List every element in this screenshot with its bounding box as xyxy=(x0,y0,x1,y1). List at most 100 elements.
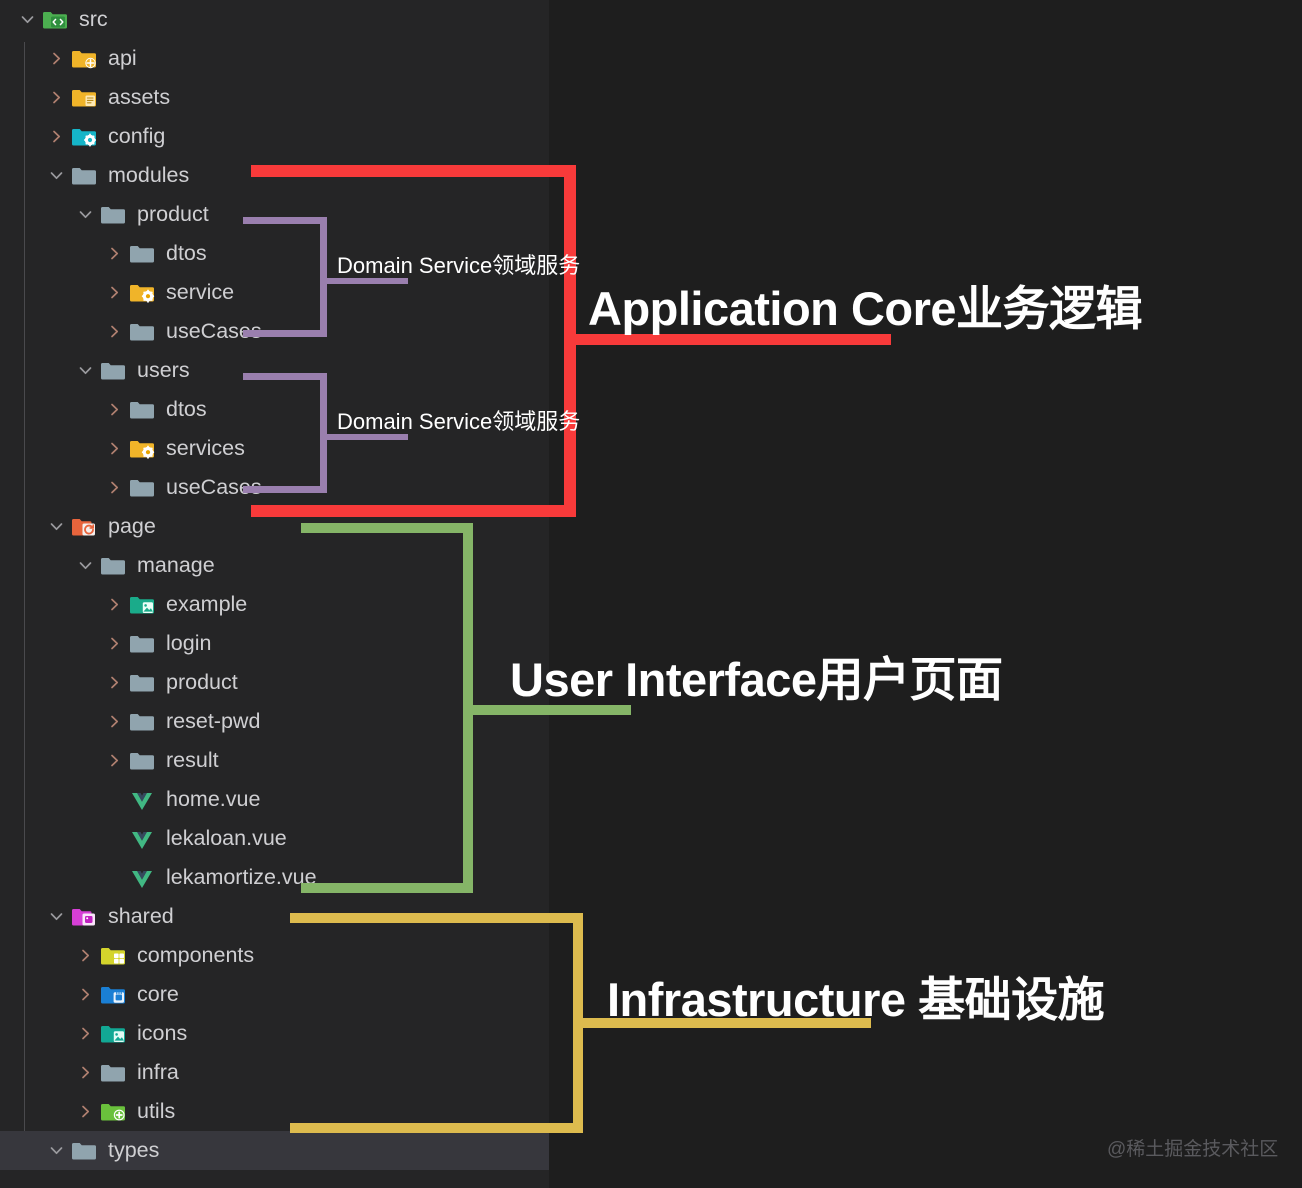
folder-page-icon xyxy=(69,514,99,540)
tree-row-lekaloan-vue[interactable]: lekaloan.vue xyxy=(0,819,549,858)
tree-row-login[interactable]: login xyxy=(0,624,549,663)
tree-row-modules[interactable]: modules xyxy=(0,156,549,195)
folder-plain-icon xyxy=(127,670,157,696)
tree-row-label: service xyxy=(166,279,235,304)
tree-row-config[interactable]: config xyxy=(0,117,549,156)
tree-row-manage[interactable]: manage xyxy=(0,546,549,585)
chevron-right-icon[interactable] xyxy=(101,284,127,301)
tree-row-services[interactable]: services xyxy=(0,429,549,468)
application-core-stub xyxy=(576,334,891,345)
tree-row-label: shared xyxy=(108,903,174,928)
chevron-right-icon[interactable] xyxy=(101,752,127,769)
folder-api-icon xyxy=(69,46,99,72)
folder-utils-icon xyxy=(98,1099,128,1125)
chevron-down-icon[interactable] xyxy=(72,206,98,223)
tree-row-usecases[interactable]: useCases xyxy=(0,468,549,507)
tree-row-components[interactable]: components xyxy=(0,936,549,975)
tree-row-reset-pwd[interactable]: reset-pwd xyxy=(0,702,549,741)
chevron-right-icon[interactable] xyxy=(101,323,127,340)
tree-row-example[interactable]: example xyxy=(0,585,549,624)
folder-src-code-icon xyxy=(40,7,70,33)
tree-row-dtos[interactable]: dtos xyxy=(0,390,549,429)
folder-plain-icon xyxy=(98,553,128,579)
folder-assets-icon xyxy=(69,85,99,111)
folder-components-icon xyxy=(98,943,128,969)
domain-service-product-stub xyxy=(327,278,408,284)
folder-plain-icon xyxy=(98,358,128,384)
user-interface-label: User Interface用户页面 xyxy=(510,653,1003,706)
tree-row-label: types xyxy=(108,1137,160,1162)
folder-icons-icon xyxy=(98,1021,128,1047)
chevron-right-icon[interactable] xyxy=(101,401,127,418)
tree-row-page[interactable]: page xyxy=(0,507,549,546)
infrastructure-label: Infrastructure 基础设施 xyxy=(607,973,1105,1026)
tree-row-label: assets xyxy=(108,84,171,109)
tree-row-assets[interactable]: assets xyxy=(0,78,549,117)
folder-plain-icon xyxy=(69,1138,99,1164)
chevron-down-icon[interactable] xyxy=(43,1142,69,1159)
tree-row-label: useCases xyxy=(166,318,262,343)
tree-row-label: product xyxy=(166,669,238,694)
tree-row-lekamortize-vue[interactable]: lekamortize.vue xyxy=(0,858,549,897)
tree-row-label: icons xyxy=(137,1020,188,1045)
chevron-down-icon[interactable] xyxy=(43,518,69,535)
tree-row-service[interactable]: service xyxy=(0,273,549,312)
folder-shared-icon xyxy=(69,904,99,930)
chevron-right-icon[interactable] xyxy=(72,986,98,1003)
chevron-right-icon[interactable] xyxy=(101,674,127,691)
chevron-down-icon[interactable] xyxy=(43,167,69,184)
tree-row-users[interactable]: users xyxy=(0,351,549,390)
tree-row-label: config xyxy=(108,123,166,148)
tree-row-api[interactable]: api xyxy=(0,39,549,78)
chevron-right-icon[interactable] xyxy=(72,947,98,964)
tree-row-usecases[interactable]: useCases xyxy=(0,312,549,351)
chevron-right-icon[interactable] xyxy=(43,89,69,106)
tree-row-types[interactable]: types xyxy=(0,1131,549,1170)
chevron-right-icon[interactable] xyxy=(101,479,127,496)
chevron-down-icon[interactable] xyxy=(14,11,40,28)
chevron-down-icon[interactable] xyxy=(43,908,69,925)
tree-row-utils[interactable]: utils xyxy=(0,1092,549,1131)
tree-row-product[interactable]: product xyxy=(0,663,549,702)
chevron-right-icon[interactable] xyxy=(72,1064,98,1081)
tree-row-label: api xyxy=(108,45,137,70)
folder-plain-icon xyxy=(98,202,128,228)
chevron-right-icon[interactable] xyxy=(101,596,127,613)
tree-row-label: infra xyxy=(137,1059,179,1084)
domain-service-users-stub xyxy=(327,434,408,440)
tree-row-label: login xyxy=(166,630,212,655)
chevron-right-icon[interactable] xyxy=(72,1103,98,1120)
chevron-right-icon[interactable] xyxy=(72,1025,98,1042)
folder-plain-icon xyxy=(98,1060,128,1086)
chevron-right-icon[interactable] xyxy=(43,50,69,67)
tree-row-product[interactable]: product xyxy=(0,195,549,234)
chevron-right-icon[interactable] xyxy=(43,128,69,145)
tree-row-infra[interactable]: infra xyxy=(0,1053,549,1092)
tree-row-label: users xyxy=(137,357,190,382)
folder-service-gear-icon xyxy=(127,280,157,306)
chevron-right-icon[interactable] xyxy=(101,713,127,730)
folder-plain-icon xyxy=(127,397,157,423)
tree-row-core[interactable]: core xyxy=(0,975,549,1014)
folder-plain-icon xyxy=(127,319,157,345)
chevron-right-icon[interactable] xyxy=(101,440,127,457)
folder-plain-icon xyxy=(69,163,99,189)
tree-row-src[interactable]: src xyxy=(0,0,549,39)
tree-row-label: dtos xyxy=(166,240,207,265)
tree-row-icons[interactable]: icons xyxy=(0,1014,549,1053)
tree-row-result[interactable]: result xyxy=(0,741,549,780)
tree-row-label: page xyxy=(108,513,156,538)
chevron-right-icon[interactable] xyxy=(101,635,127,652)
chevron-down-icon[interactable] xyxy=(72,362,98,379)
folder-plain-icon xyxy=(127,631,157,657)
tree-row-label: core xyxy=(137,981,179,1006)
tree-row-dtos[interactable]: dtos xyxy=(0,234,549,273)
chevron-down-icon[interactable] xyxy=(72,557,98,574)
chevron-right-icon[interactable] xyxy=(101,245,127,262)
tree-row-shared[interactable]: shared xyxy=(0,897,549,936)
tree-row-label: useCases xyxy=(166,474,262,499)
tree-row-home-vue[interactable]: home.vue xyxy=(0,780,549,819)
domain-service-product-label: Domain Service领域服务 xyxy=(337,253,581,278)
